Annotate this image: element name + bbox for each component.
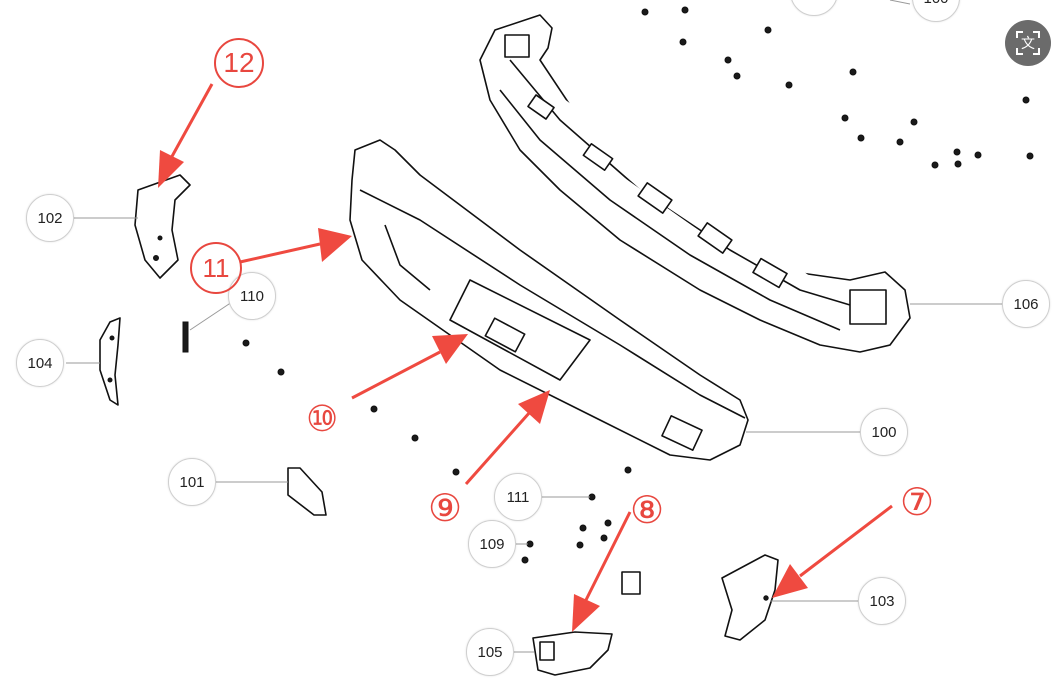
small-bracket-part <box>621 571 641 595</box>
translate-button[interactable]: 文 <box>1005 20 1051 66</box>
callout-105[interactable]: 105 <box>466 628 514 676</box>
bracket-part-102 <box>134 174 191 279</box>
marker-9: ⑨ <box>428 488 463 530</box>
fasteners <box>182 6 1034 564</box>
corner-part-103 <box>721 554 779 641</box>
arrow-8 <box>584 511 632 601</box>
leader-lines <box>66 0 1002 653</box>
arrow-11 <box>239 242 321 264</box>
marker-11: 11 <box>190 242 242 294</box>
marker-7: ⑦ <box>900 482 935 524</box>
callout-103[interactable]: 103 <box>858 577 906 625</box>
callout-101[interactable]: 101 <box>168 458 216 506</box>
callout-104[interactable]: 104 <box>16 339 64 387</box>
callout-111[interactable]: 111 <box>494 473 542 521</box>
marker-10: ⑩ <box>306 398 339 439</box>
callout-106[interactable]: 106 <box>1002 280 1050 328</box>
arrow-11-head <box>318 228 352 262</box>
callout-109[interactable]: 109 <box>468 520 516 568</box>
clip-110 <box>182 321 189 353</box>
callout-102[interactable]: 102 <box>26 194 74 242</box>
arrow-12-head <box>158 150 184 188</box>
arrow-8-head <box>572 594 600 632</box>
arrow-10 <box>351 350 441 400</box>
bumper-cover-part <box>349 139 749 461</box>
arrow-10-head <box>432 334 468 364</box>
reinforcement-bar-part <box>479 14 911 353</box>
corner-part-105 <box>532 631 613 676</box>
marker-12: 12 <box>214 38 264 88</box>
annotation-arrows <box>158 83 893 632</box>
arrow-12 <box>168 83 214 161</box>
bracket-part-104 <box>99 317 121 406</box>
arrow-9-head <box>518 390 550 424</box>
translate-icon: 文 <box>1021 36 1035 52</box>
plate-part-101 <box>287 467 327 516</box>
arrow-9 <box>464 411 532 485</box>
arrow-7 <box>799 504 893 578</box>
callout-100[interactable]: 100 <box>860 408 908 456</box>
marker-8: ⑧ <box>630 490 665 532</box>
translate-frame-icon <box>1016 31 1040 55</box>
arrow-7-head <box>772 564 808 598</box>
